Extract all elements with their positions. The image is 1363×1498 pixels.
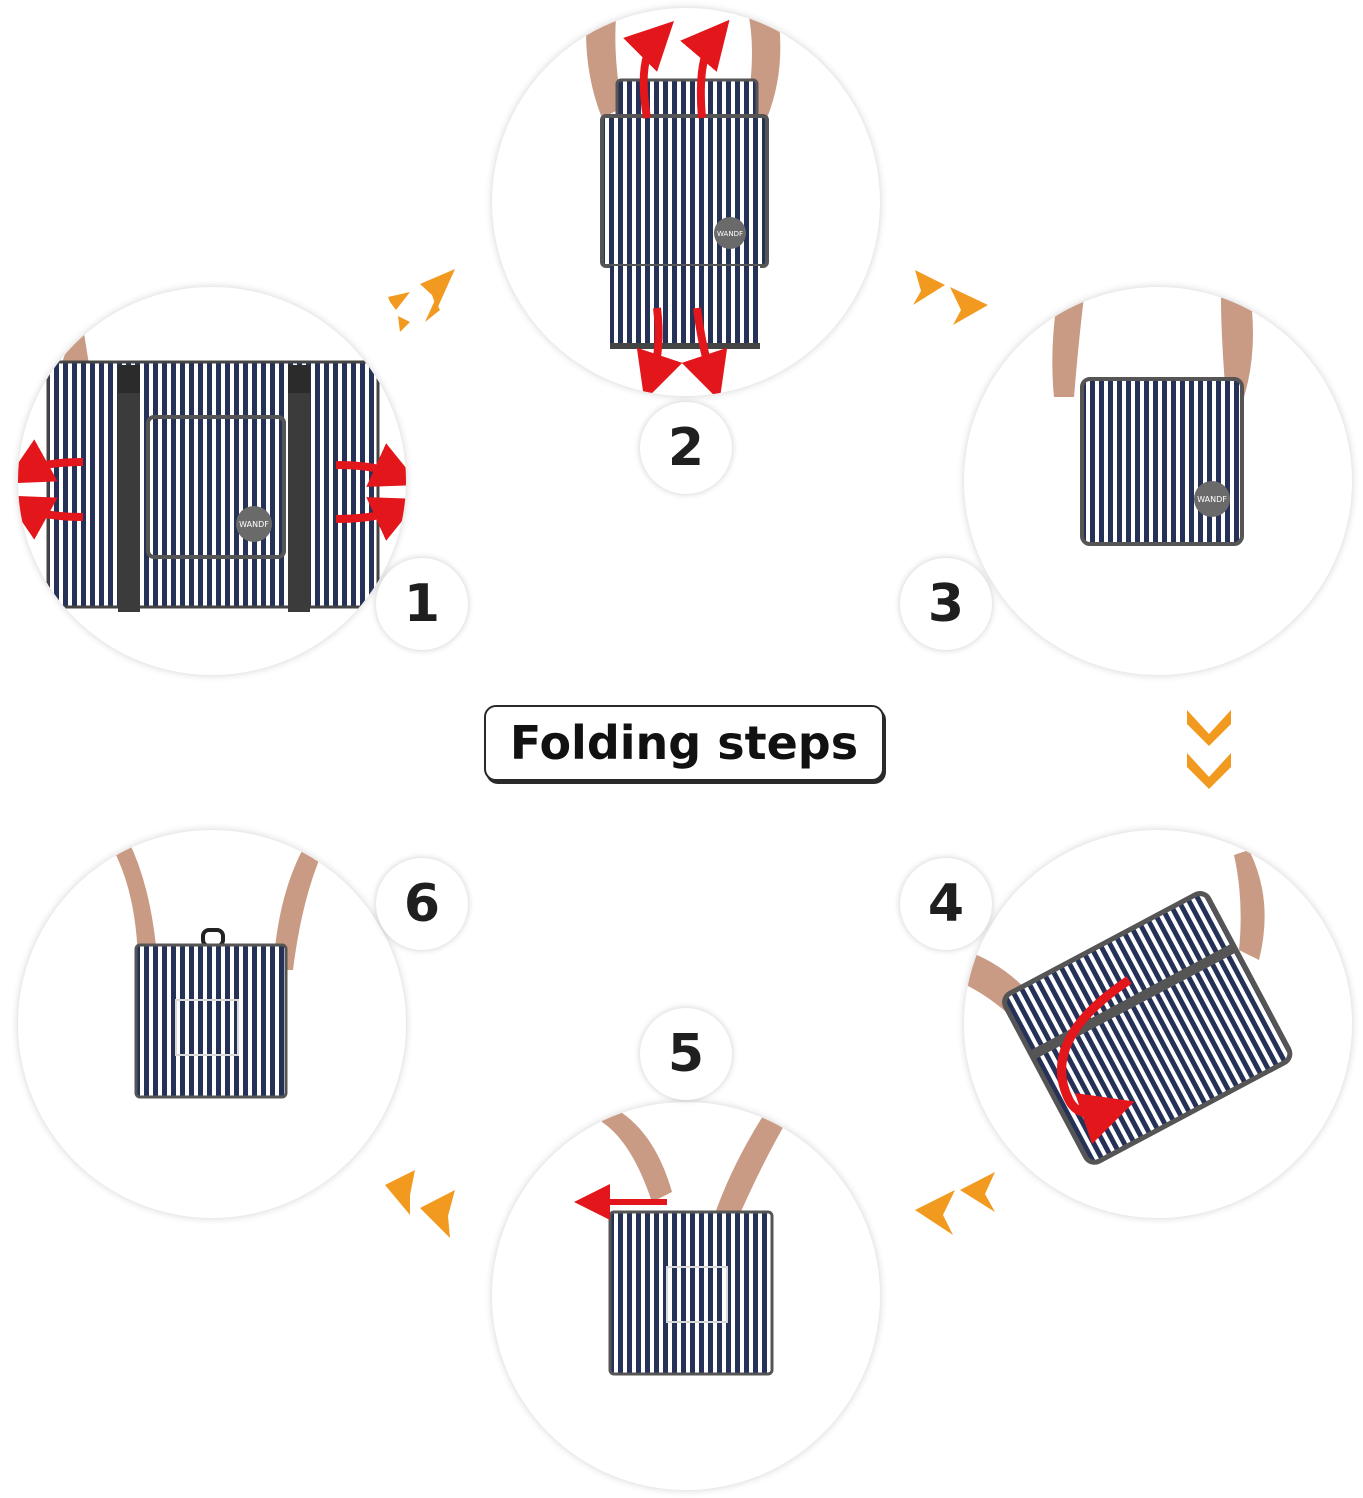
step-3-photo: WANDF	[964, 287, 1352, 675]
chevron-left-icon-2	[385, 1170, 455, 1238]
chevron-left-icon	[915, 1172, 995, 1235]
svg-text:WANDF: WANDF	[1197, 495, 1227, 504]
step-1-photo: WANDF	[18, 287, 406, 675]
chevron-down-icon	[1187, 710, 1231, 789]
step-4-badge: 4	[900, 858, 992, 950]
step-1-badge: 1	[376, 558, 468, 650]
step-4-photo	[964, 830, 1352, 1218]
step-5-photo	[492, 1102, 880, 1490]
page-title: Folding steps	[484, 705, 884, 781]
step-6-badge: 6	[376, 858, 468, 950]
step-2-badge: 2	[640, 402, 732, 494]
svg-text:WANDF: WANDF	[717, 230, 743, 238]
step-6-photo	[18, 830, 406, 1218]
chevron-right-icon-2	[913, 270, 988, 325]
chevron-right-icon	[388, 269, 455, 332]
step-2-photo: WANDF	[492, 8, 880, 396]
step-5-badge: 5	[640, 1008, 732, 1100]
svg-text:WANDF: WANDF	[239, 520, 269, 529]
step-3-badge: 3	[900, 558, 992, 650]
